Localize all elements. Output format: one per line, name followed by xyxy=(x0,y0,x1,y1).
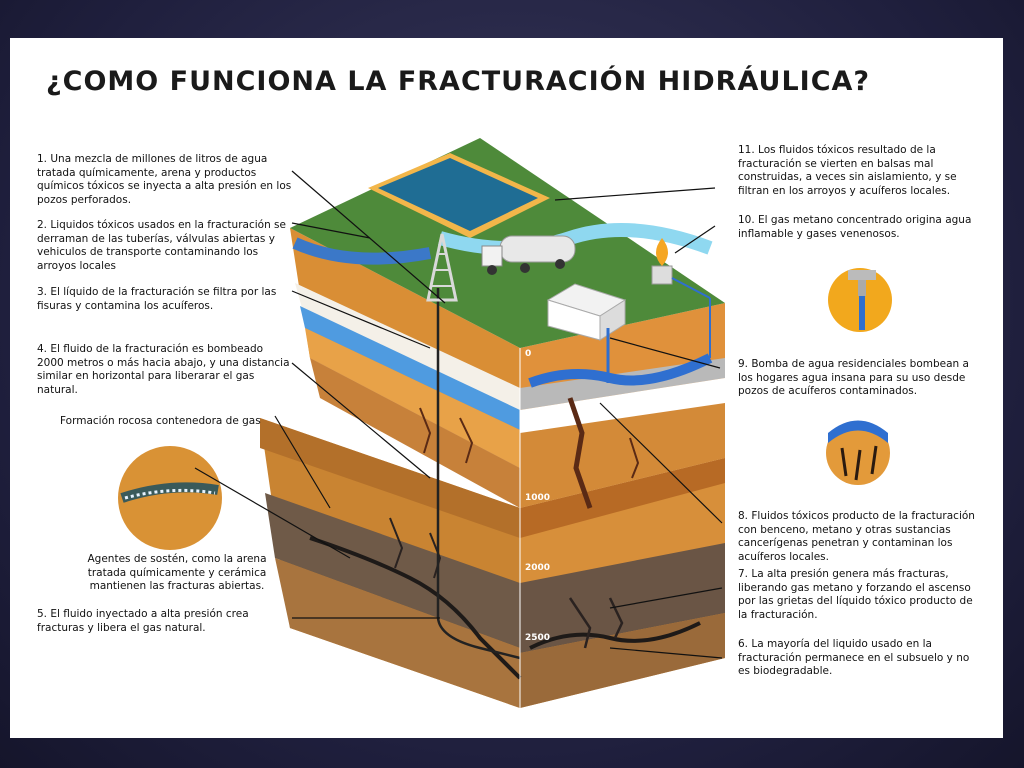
depth-label: 1000 xyxy=(525,493,550,503)
infographic-slide: 0 500 1000 2000 2500 xyxy=(10,38,1003,738)
note-4: 4. El fluido de la fracturación es bombe… xyxy=(37,343,290,396)
note-10: 10. El gas metano concentrado origina ag… xyxy=(738,214,972,240)
aquifer-detail-icon xyxy=(826,420,890,485)
depth-label: 0 xyxy=(525,349,531,359)
depth-label: 500 xyxy=(525,423,544,433)
deep-block xyxy=(260,418,725,708)
note-2: 2. Liquidos tóxicos usados en la fractur… xyxy=(37,219,286,272)
leader-lines xyxy=(194,170,723,659)
note-8: 8. Fluidos tóxicos producto de la fractu… xyxy=(738,510,975,563)
note-11: 11. Los fluidos tóxicos resultado de la … xyxy=(738,144,957,197)
house-icon xyxy=(546,283,627,383)
fracking-block-diagram: 0 500 1000 2000 2500 xyxy=(118,138,892,708)
note-7: 7. La alta presión genera más fracturas,… xyxy=(738,568,973,621)
depth-label: 2500 xyxy=(525,633,550,643)
note-5: 5. El fluido inyectado a alta presión cr… xyxy=(37,608,249,634)
depth-scale: 0 500 1000 2000 2500 xyxy=(519,348,550,708)
upper-block xyxy=(290,138,725,509)
note-1: 1. Una mezcla de millones de litros de a… xyxy=(37,153,292,206)
note-9: 9. Bomba de agua residenciales bombean a… xyxy=(738,358,969,397)
gas-flame-icon xyxy=(651,238,711,358)
depth-label: 2000 xyxy=(525,563,550,573)
note-6: 6. La mayoría del liquido usado en la fr… xyxy=(738,638,970,677)
tanker-truck-icon xyxy=(481,235,576,275)
note-3: 3. El líquido de la fracturación se filt… xyxy=(37,286,277,312)
note-proppants: Agentes de sostén, como la arena tratada… xyxy=(87,553,267,592)
proppant-detail-icon xyxy=(118,446,222,550)
note-formation: Formación rocosa contenedora de gas xyxy=(60,415,261,427)
page-title: ¿COMO FUNCIONA LA FRACTURACIÓN HIDRÁULIC… xyxy=(46,66,871,97)
water-faucet-icon xyxy=(828,268,892,332)
